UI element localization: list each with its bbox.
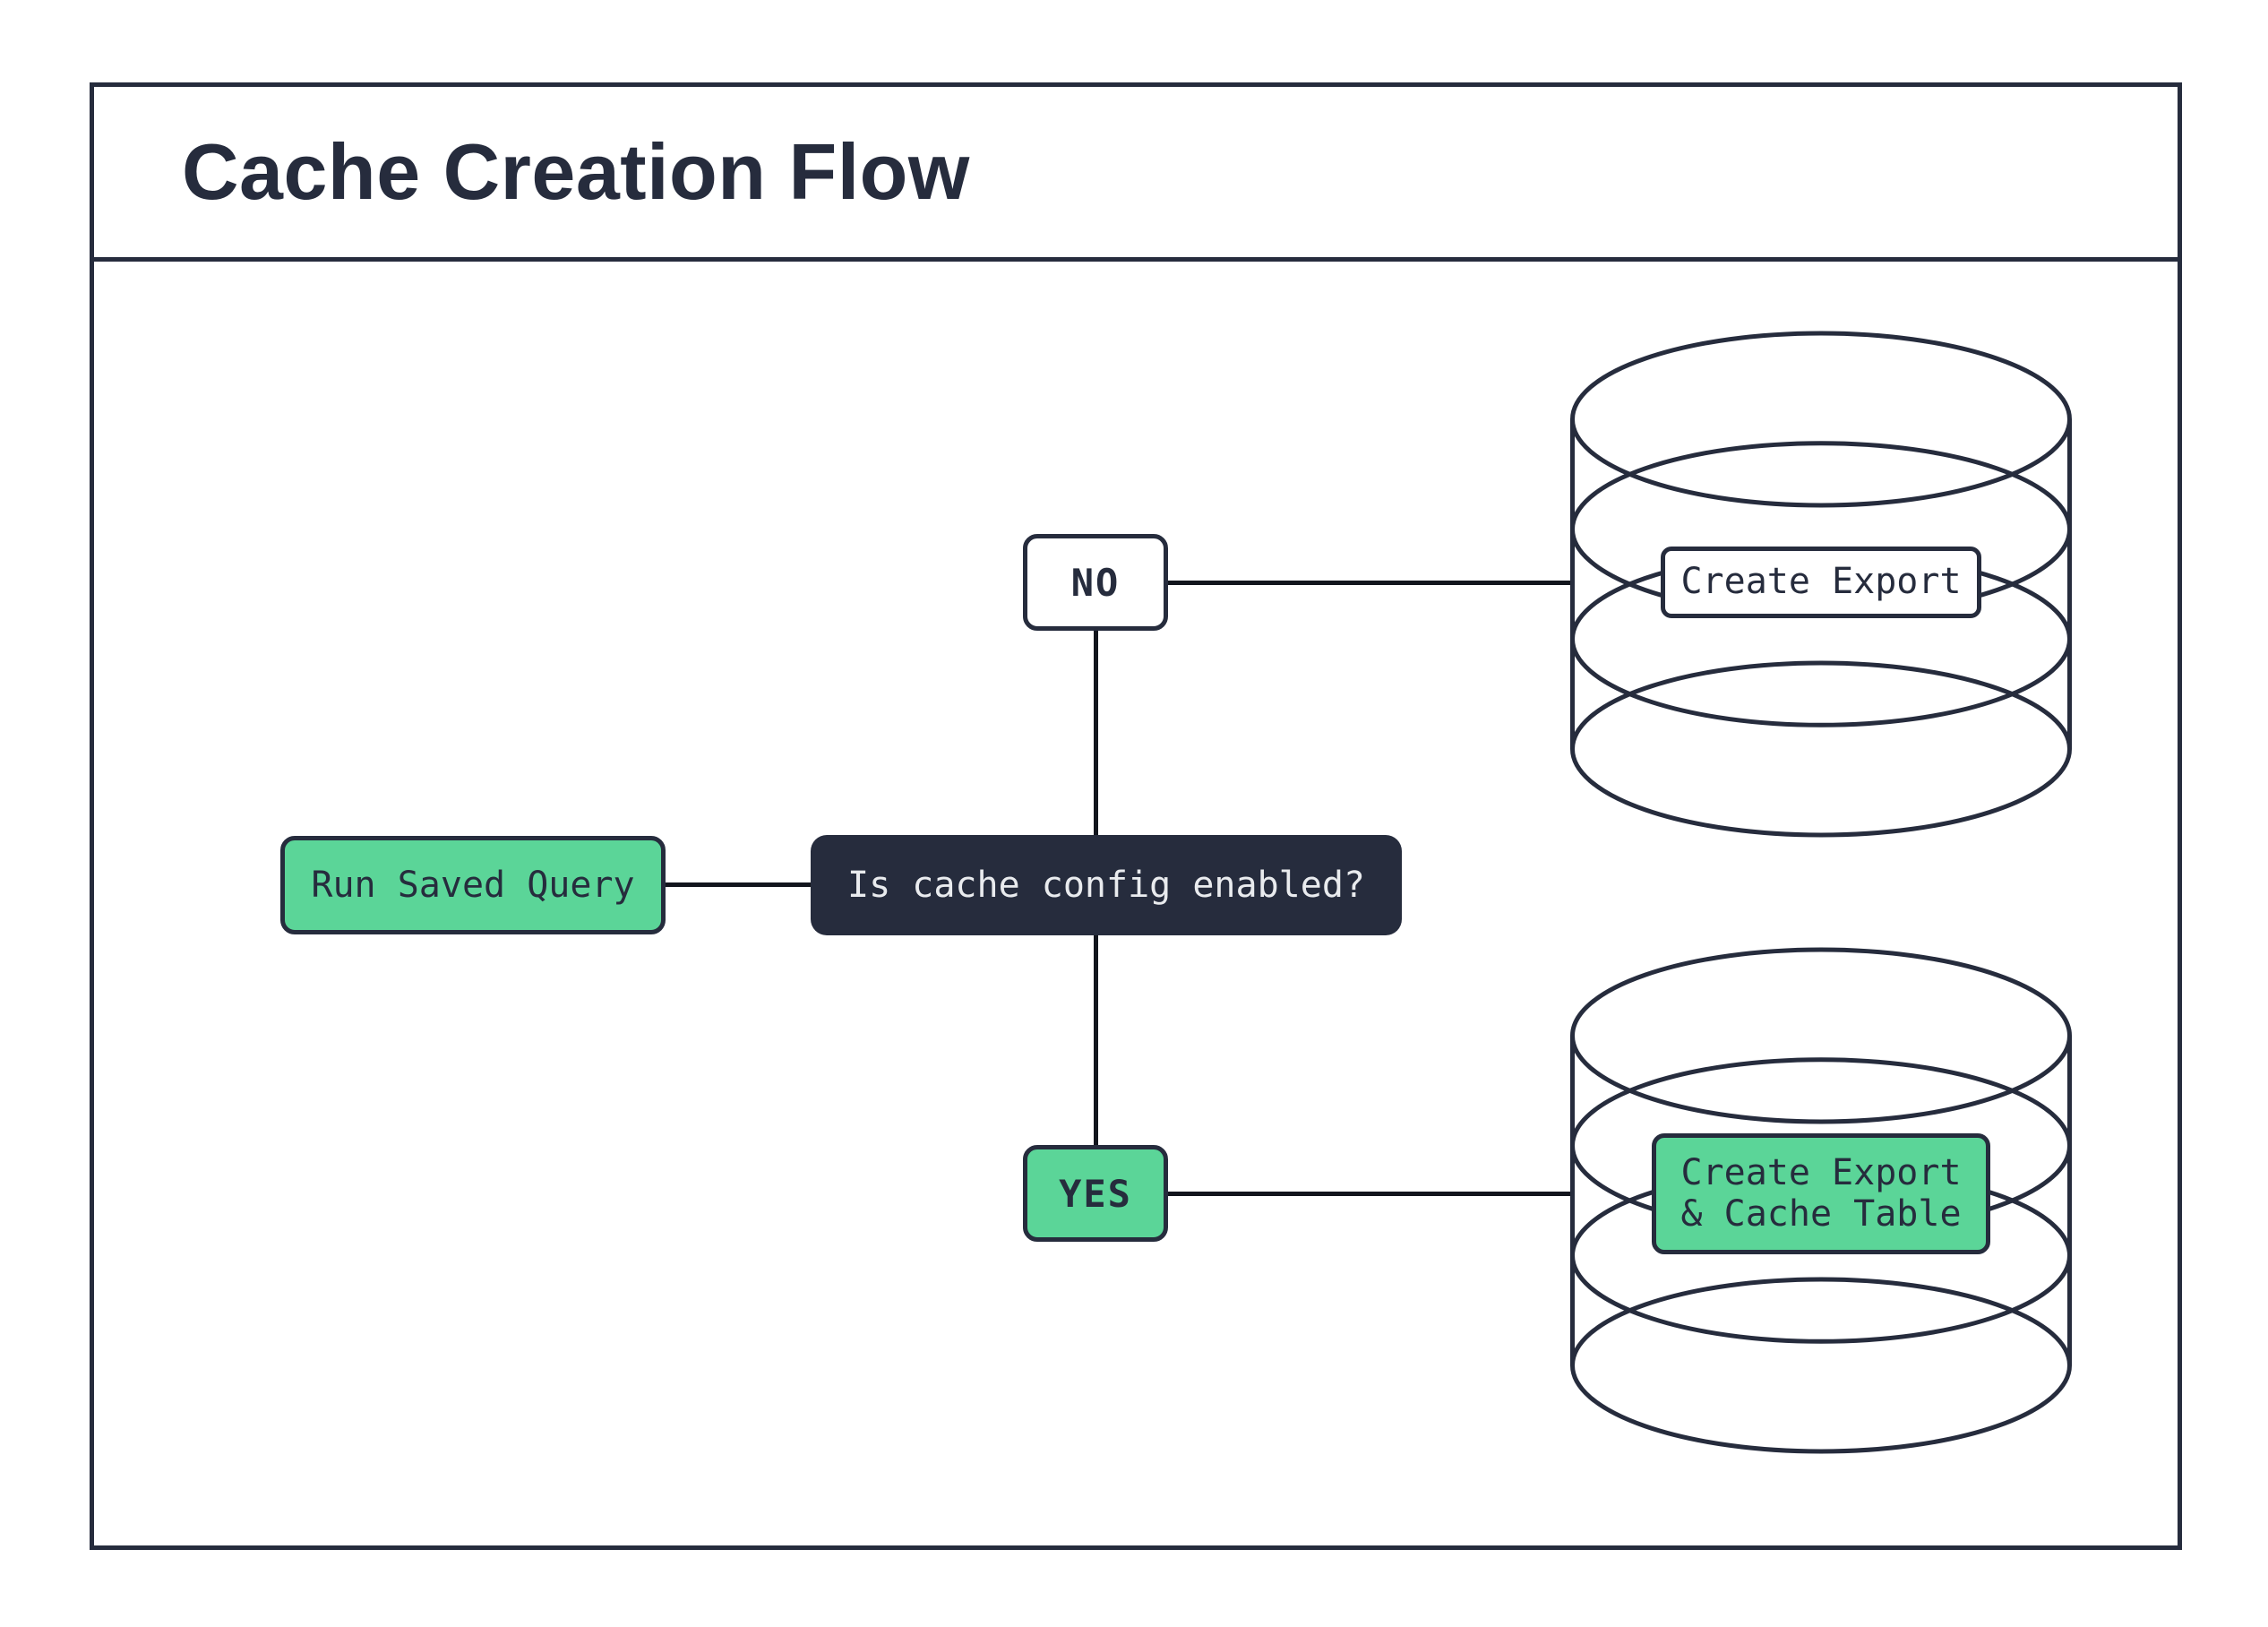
connector-decision-to-no	[1094, 631, 1098, 835]
database-cylinder-icon	[1570, 947, 2072, 1454]
node-run-saved-query: Run Saved Query	[280, 836, 666, 934]
node-decision-cache-config: Is cache config enabled?	[811, 835, 1402, 935]
label-create-export-cache-table: Create Export & Cache Table	[1652, 1133, 1990, 1254]
diagram-header: Cache Creation Flow	[94, 87, 2178, 262]
branch-no-badge: NO	[1023, 534, 1168, 631]
connector-yes-to-database	[1168, 1192, 1571, 1196]
label-create-export: Create Export	[1661, 547, 1981, 618]
page-title: Cache Creation Flow	[182, 127, 970, 216]
branch-yes-badge: YES	[1023, 1145, 1168, 1242]
connector-decision-to-yes	[1094, 935, 1098, 1145]
connector-start-to-decision	[666, 882, 811, 887]
connector-no-to-database	[1168, 581, 1571, 585]
diagram-frame: Cache Creation Flow	[90, 82, 2182, 1550]
